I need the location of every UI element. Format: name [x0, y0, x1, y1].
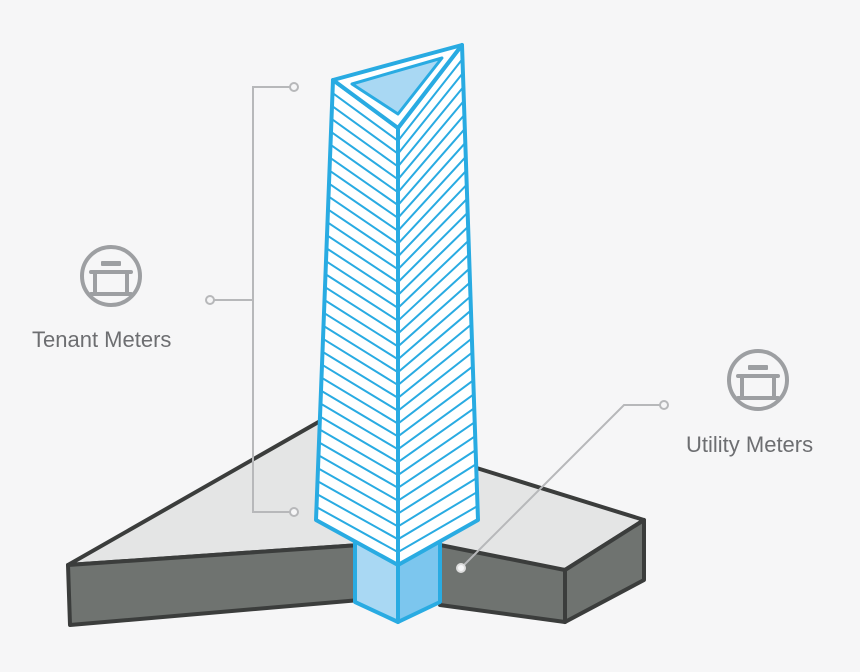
meter-icon: [80, 245, 142, 307]
tenant-meters-label: Tenant Meters: [32, 327, 172, 352]
tower-roof-glass: [350, 56, 444, 116]
utility-meters-label: Utility Meters: [686, 432, 814, 457]
tower-left-face: [314, 78, 400, 567]
utility-leader-dot-start: [456, 563, 466, 573]
utility-leader-line: [461, 404, 660, 568]
tenant-leader-dot-left: [205, 295, 215, 305]
tenant-meters-leader: [205, 82, 299, 517]
utility-leader-dot-end: [659, 400, 669, 410]
meter-icon: [727, 349, 789, 411]
tower: [314, 43, 480, 567]
tower-right-face: [396, 43, 480, 567]
tenant-leader-dot-top: [289, 82, 299, 92]
utility-meters-leader: [456, 400, 669, 573]
tenant-leader-dot-bottom: [289, 507, 299, 517]
plaza-right-side-face: [563, 518, 646, 624]
